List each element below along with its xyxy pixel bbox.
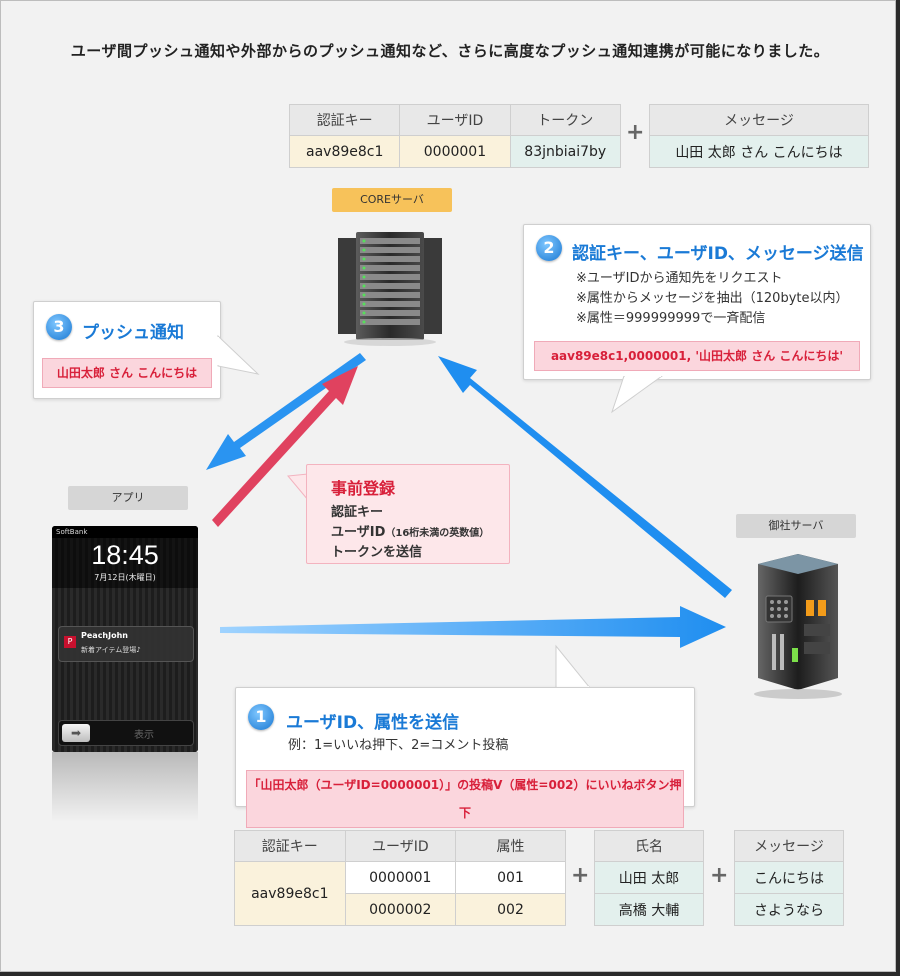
prereg-user-id-note: （16桁未満の英数値）	[385, 528, 490, 539]
step1-bubble: 1 ユーザID、属性を送信 例：1=いいね押下、2=コメント投稿 「山田太郎（ユ…	[235, 687, 695, 828]
company-server-icon	[754, 554, 842, 699]
bottom-header-attribute: 属性	[455, 830, 566, 862]
step2-note-1: ※ユーザIDから通知先をリクエスト	[576, 271, 783, 286]
app-label: アプリ	[68, 486, 188, 510]
step1-payload: 「山田太郎（ユーザID=0000001）」の投稿V（属性=002）にいいねボタン…	[246, 770, 684, 828]
phone-date: 7月12日(木曜日)	[94, 573, 156, 582]
top-message-header: メッセージ	[649, 104, 869, 136]
bottom-cell-user-id-1: 0000001	[344, 861, 457, 894]
bottom-data-table: 認証キー ユーザID 属性 aav89e8c1 0000001 001 0000…	[234, 830, 566, 926]
top-cell-user-id: 0000001	[399, 135, 511, 168]
message-cell-2: さようなら	[734, 893, 844, 926]
top-header-user-id: ユーザID	[399, 104, 511, 136]
top-cell-token: 83jnbiai7by	[509, 135, 621, 168]
top-message-table: メッセージ 山田 太郎 さん こんにちは	[649, 104, 869, 168]
bottom-header-user-id: ユーザID	[344, 830, 457, 862]
prereg-user-id-label: ユーザID	[331, 525, 386, 540]
prereg-box: 事前登録 認証キー ユーザID（16桁未満の英数値） トークンを送信	[306, 464, 510, 564]
prereg-title: 事前登録	[331, 479, 396, 498]
step2-title: 認証キー、ユーザID、メッセージ送信	[572, 244, 864, 264]
prereg-line-user-id: ユーザID（16桁未満の英数値）	[331, 521, 489, 540]
phone-unlock-slider[interactable]: ➡ 表示	[58, 720, 194, 746]
step3-bubble: 3 プッシュ通知 山田太郎 さん こんにちは	[33, 301, 221, 399]
arrow-app-to-company	[220, 606, 726, 648]
top-data-table: 認証キー ユーザID トークン aav89e8c1 0000001 83jnbi…	[288, 104, 621, 168]
top-message-value: 山田 太郎 さん こんにちは	[649, 135, 869, 168]
plus-sign-bottom-2: +	[710, 863, 729, 888]
notification-app-name: PeachJohn	[81, 631, 128, 640]
step1-example: 例：1=いいね押下、2=コメント投稿	[288, 738, 509, 753]
name-cell-1: 山田 太郎	[594, 861, 704, 894]
notification-text: 新着アイテム登場♪	[81, 646, 141, 654]
step3-bubble-tail	[216, 334, 260, 375]
bottom-cell-attribute-1: 001	[455, 861, 566, 894]
message-header: メッセージ	[734, 830, 844, 862]
step2-number-badge: 2	[536, 235, 562, 261]
step1-bubble-tail	[555, 644, 591, 688]
step3-title: プッシュ通知	[82, 323, 184, 343]
headline: ユーザ間プッシュ通知や外部からのプッシュ通知など、さらに高度なプッシュ通知連携が…	[70, 42, 830, 60]
company-server-label: 御社サーバ	[736, 514, 856, 538]
phone-reflection	[52, 752, 198, 822]
step2-bubble-tail	[611, 376, 663, 414]
prereg-line-token: トークンを送信	[331, 545, 423, 560]
arrow-company-to-core	[438, 356, 732, 598]
bottom-cell-user-id-2: 0000002	[344, 893, 457, 926]
top-header-auth-key: 認証キー	[288, 104, 401, 136]
phone-carrier: SoftBank	[56, 528, 88, 536]
step3-number-badge: 3	[46, 314, 72, 340]
arrow-prereg-to-server	[212, 366, 358, 527]
plus-sign-bottom-1: +	[571, 863, 590, 888]
phone-screen: SoftBank 18:45 7月12日(木曜日) P PeachJohn 新着…	[52, 526, 198, 752]
unlock-arrow-icon[interactable]: ➡	[62, 724, 90, 742]
message-cell-1: こんにちは	[734, 861, 844, 894]
bottom-cell-attribute-2: 002	[455, 893, 566, 926]
core-server-icon	[338, 232, 442, 346]
step2-note-3: ※属性＝999999999で一斉配信	[576, 311, 766, 326]
bottom-header-auth-key: 認証キー	[234, 830, 346, 862]
step1-title: ユーザID、属性を送信	[286, 713, 460, 733]
top-header-token: トークン	[509, 104, 621, 136]
name-table: 氏名 山田 太郎 高橋 大輔	[594, 830, 704, 926]
step3-payload: 山田太郎 さん こんにちは	[42, 358, 212, 388]
phone-clock: 18:45	[91, 540, 159, 570]
step2-note-2: ※属性からメッセージを抽出（120byte以内）	[576, 291, 849, 306]
phone-notification[interactable]: P PeachJohn 新着アイテム登場♪	[58, 626, 194, 662]
prereg-line-auth-key: 認証キー	[331, 505, 384, 520]
name-header: 氏名	[594, 830, 704, 862]
name-cell-2: 高橋 大輔	[594, 893, 704, 926]
core-server-label: COREサーバ	[332, 188, 452, 212]
message-table: メッセージ こんにちは さようなら	[734, 830, 844, 926]
step2-payload: aav89e8c1,0000001, '山田太郎 さん こんにちは'	[534, 341, 860, 371]
unlock-label: 表示	[134, 730, 154, 741]
top-cell-auth-key: aav89e8c1	[288, 135, 401, 168]
phone-status-bar: SoftBank	[52, 526, 198, 538]
notification-app-icon: P	[64, 636, 76, 648]
plus-sign-top: +	[626, 120, 645, 145]
bottom-cell-auth-key: aav89e8c1	[234, 861, 346, 926]
step1-number-badge: 1	[248, 704, 274, 730]
step2-bubble: 2 認証キー、ユーザID、メッセージ送信 ※ユーザIDから通知先をリクエスト ※…	[523, 224, 871, 380]
